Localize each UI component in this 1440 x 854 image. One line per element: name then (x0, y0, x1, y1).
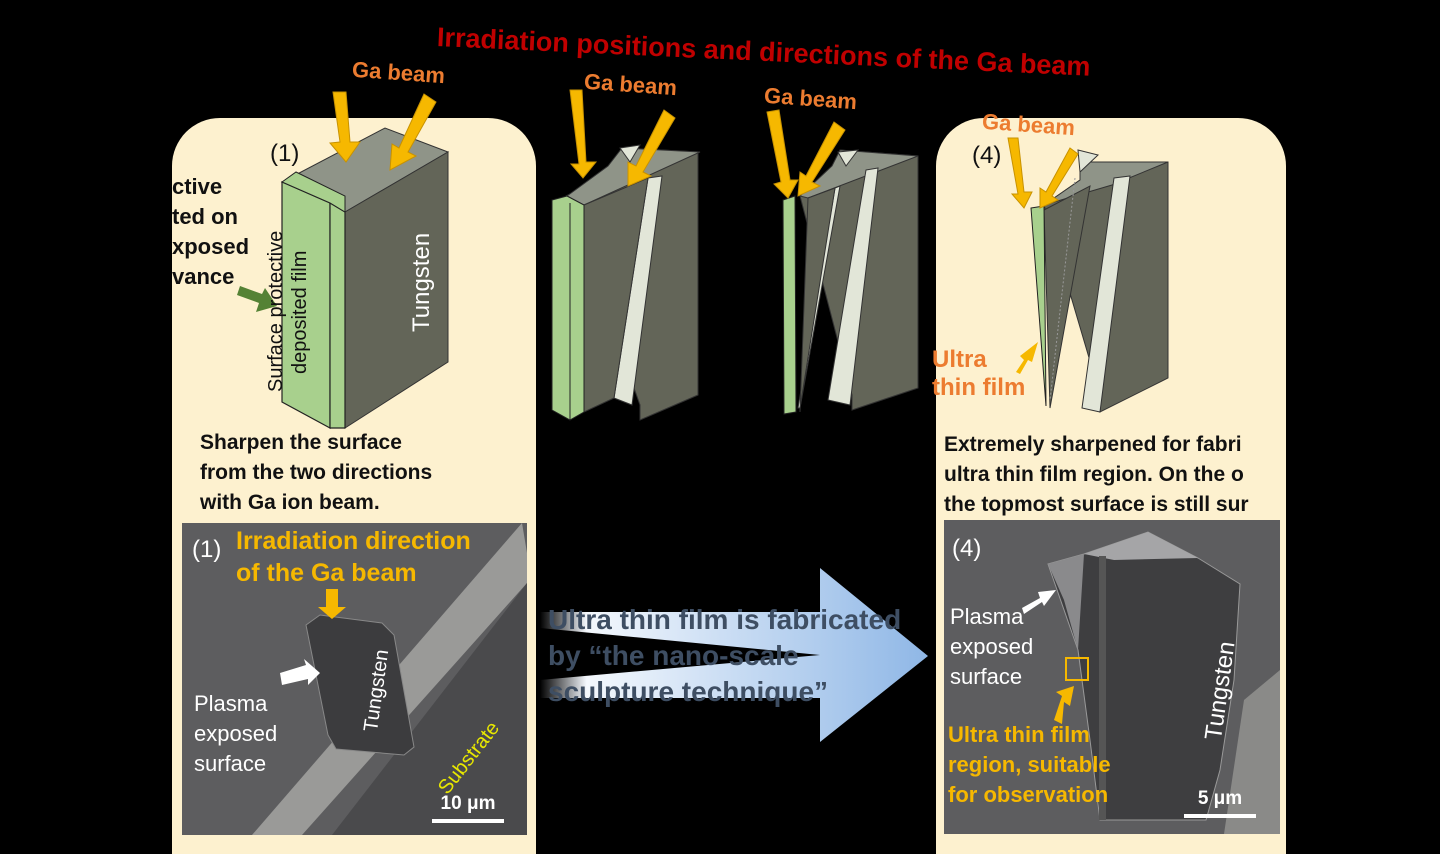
thin-film-pointer-icon (1016, 342, 1038, 374)
plasma-surface-arrow-icon (280, 659, 320, 685)
region-pointer-icon (1054, 686, 1074, 724)
annotation-line: of the Ga beam (236, 559, 417, 587)
sem1-surface-label: Plasma exposed surface (194, 689, 277, 779)
beam-arrow-icon (389, 93, 437, 171)
step4-sem-image: (4) Plasma exposed surface Tungsten Ultr… (944, 520, 1280, 834)
label-line: Ultra (932, 346, 987, 373)
label-line: exposed (194, 721, 278, 746)
thin-film-region-label: Ultra thin film region, suitable for obs… (948, 720, 1111, 810)
film-label-line: deposited film (289, 250, 311, 374)
label-line: surface (950, 664, 1023, 689)
sem4-surface-label: Plasma exposed surface (950, 602, 1033, 692)
step3-block (782, 149, 919, 415)
label-line: Ultra thin film (948, 722, 1090, 747)
protective-film-partial-note: ctive ted on xposed vance (172, 172, 252, 292)
step2-block (551, 144, 701, 421)
partial-line: vance (172, 264, 235, 289)
transition-arrow (540, 568, 928, 742)
beam-arrow-icon (797, 121, 846, 197)
right-margin (1286, 0, 1440, 854)
protective-film-top (280, 171, 346, 213)
plasma-surface-arrow-icon (1022, 590, 1056, 614)
beam-direction-annotation: Irradiation direction of the Ga beam (236, 525, 471, 589)
description-line: from the two directions (200, 461, 433, 484)
transition-line: sculpture technique” (548, 676, 829, 707)
step1-number: (1) (270, 140, 300, 167)
transition-line: Ultra thin film is fabricated (548, 604, 902, 635)
label-line: Plasma (950, 604, 1024, 629)
step4-block (1030, 149, 1169, 413)
beam-arrow-icon (766, 109, 799, 199)
label-line: thin film (932, 374, 1026, 401)
beam-arrow-icon (627, 109, 676, 187)
label-line: region, suitable (948, 752, 1111, 777)
tungsten-sample (305, 614, 415, 756)
beam-arrow-icon (329, 91, 361, 163)
green-arrow-icon (237, 286, 277, 312)
partial-line: ted on (172, 204, 238, 229)
description-line: the topmost surface is still sur (944, 493, 1249, 516)
description-line: Extremely sharpened for fabri (944, 433, 1242, 456)
thin-film-region-box (1065, 657, 1089, 681)
sem-graphics (1022, 531, 1280, 834)
label-line: surface (194, 751, 267, 776)
protective-film-label: Surface protective deposited film (264, 172, 312, 392)
thin-film-label: Ultra thin film (932, 346, 1025, 402)
scale-label: 10 μm (440, 793, 496, 814)
scale-bar (1184, 814, 1256, 818)
sem4-scalebar: 5 μm (1184, 788, 1256, 818)
sem1-scalebar: 10 μm (432, 793, 504, 823)
partial-line: xposed (172, 234, 250, 259)
label-line: for observation (948, 782, 1109, 807)
description-line: with Ga ion beam. (200, 491, 380, 514)
sem1-number: (1) (192, 536, 222, 563)
step4-number: (4) (972, 142, 1002, 169)
beam-direction-arrow-icon (318, 589, 346, 619)
film-label-line: Surface protective (265, 230, 287, 392)
tungsten-label: Tungsten (408, 232, 435, 332)
protective-film-side (329, 201, 346, 429)
partial-line: ctive (172, 174, 223, 199)
sem-graphics (252, 523, 527, 835)
label-line: Plasma (194, 691, 268, 716)
step4-description: Extremely sharpened for fabri ultra thin… (944, 430, 1286, 520)
scale-bar (432, 819, 504, 823)
step1-description: Sharpen the surface from the two directi… (200, 428, 432, 518)
sem4-number: (4) (952, 535, 982, 562)
scale-label: 5 μm (1197, 788, 1243, 809)
transition-line: by “the nano-scale (548, 640, 799, 671)
description-line: ultra thin film region. On the o (944, 463, 1244, 486)
label-line: exposed (950, 634, 1034, 659)
transition-text: Ultra thin film is fabricated by “the na… (548, 602, 901, 710)
beam-arrow-icon (1007, 137, 1033, 209)
step1-sem-image: (1) Irradiation direction of the Ga beam… (182, 523, 527, 835)
description-line: Sharpen the surface (200, 431, 402, 454)
annotation-line: Irradiation direction (236, 527, 471, 555)
beam-arrow-icon (1039, 147, 1079, 209)
beam-arrow-icon (569, 89, 598, 179)
